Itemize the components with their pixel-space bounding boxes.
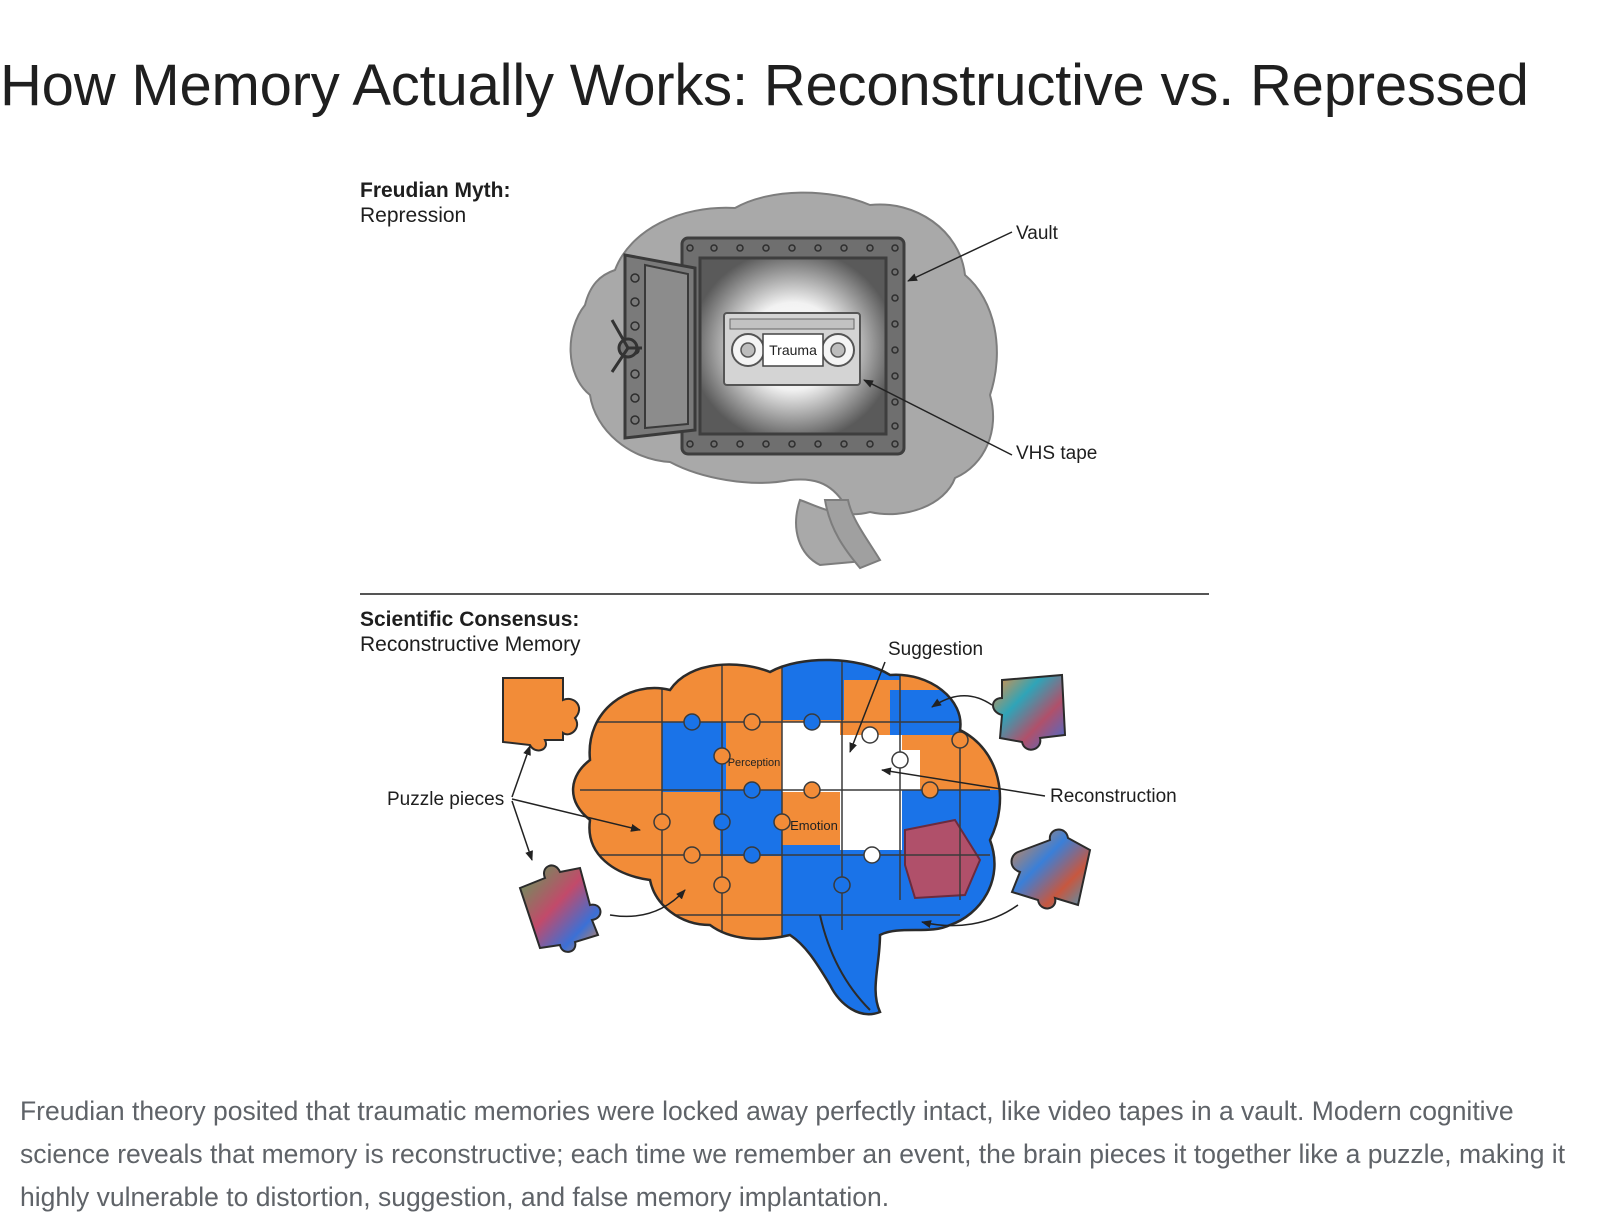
suggestion-label: Suggestion: [888, 639, 983, 660]
reconstruction-label: Reconstruction: [1050, 786, 1177, 807]
bottom-panel-subheading: Reconstructive Memory: [360, 633, 581, 656]
loose-piece-orange: [502, 677, 581, 752]
trauma-label: Trauma: [769, 342, 817, 358]
vhs-tape-label: VHS tape: [1016, 443, 1097, 464]
vault-door: [610, 253, 697, 440]
reconstruction-callout: Reconstruction: [881, 767, 1177, 807]
caption: Freudian theory posited that traumatic m…: [20, 1096, 1566, 1212]
puzzle-pieces-callout: Puzzle pieces: [387, 745, 641, 861]
movement-arrows: [609, 694, 1019, 929]
vault-callout: Vault: [907, 223, 1059, 282]
top-panel-subheading: Repression: [360, 204, 466, 227]
loose-piece-rainbow-top: [992, 673, 1067, 751]
top-panel-heading: Freudian Myth:: [360, 179, 511, 202]
vhs-tape-callout: VHS tape: [863, 379, 1097, 464]
perception-label: Perception: [728, 757, 781, 769]
loose-piece-rainbow-bottom: [518, 864, 602, 953]
vault-label: Vault: [1016, 223, 1059, 244]
vault-rivets: [686, 244, 899, 448]
page-title: How Memory Actually Works: Reconstructiv…: [0, 53, 1529, 118]
emotion-label: Emotion: [790, 818, 838, 833]
loose-piece-rainbow-right: [1010, 828, 1092, 910]
vault: Trauma: [610, 236, 906, 456]
puzzle-pieces-label: Puzzle pieces: [387, 789, 504, 810]
vault-handle-icon: [610, 319, 642, 373]
puzzle-brain: Perception Emotion: [571, 658, 1002, 1016]
suggestion-callout: Suggestion: [849, 639, 983, 753]
bottom-panel-heading: Scientific Consensus:: [360, 608, 579, 631]
vhs-tape: Trauma: [723, 312, 861, 386]
